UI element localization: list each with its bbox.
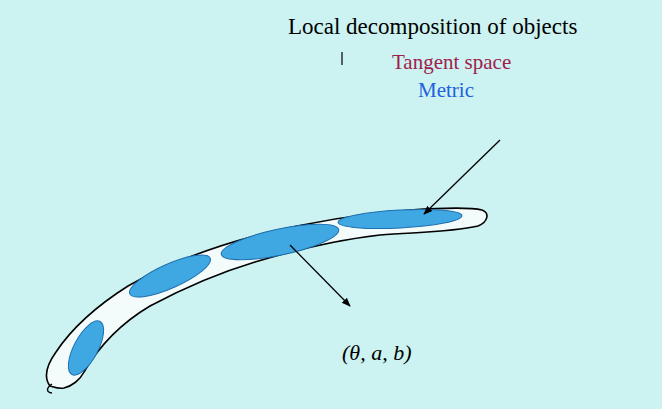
metric-ellipse [338,207,463,231]
leader-arrow [424,140,500,214]
tick-mark [341,52,342,65]
metric-ellipse [219,217,342,267]
parameter-label: (θ, a, b) [342,340,411,365]
object-hook [48,384,53,393]
leader-arrow [290,245,350,306]
metric-ellipse [125,247,215,305]
object-outline [47,208,487,388]
metric-ellipses [61,207,462,380]
heading: Local decomposition of objects [288,14,577,40]
metric-ellipse [61,316,110,380]
metric-label: Metric [418,78,474,102]
tangent-label: Tangent space [392,50,511,74]
